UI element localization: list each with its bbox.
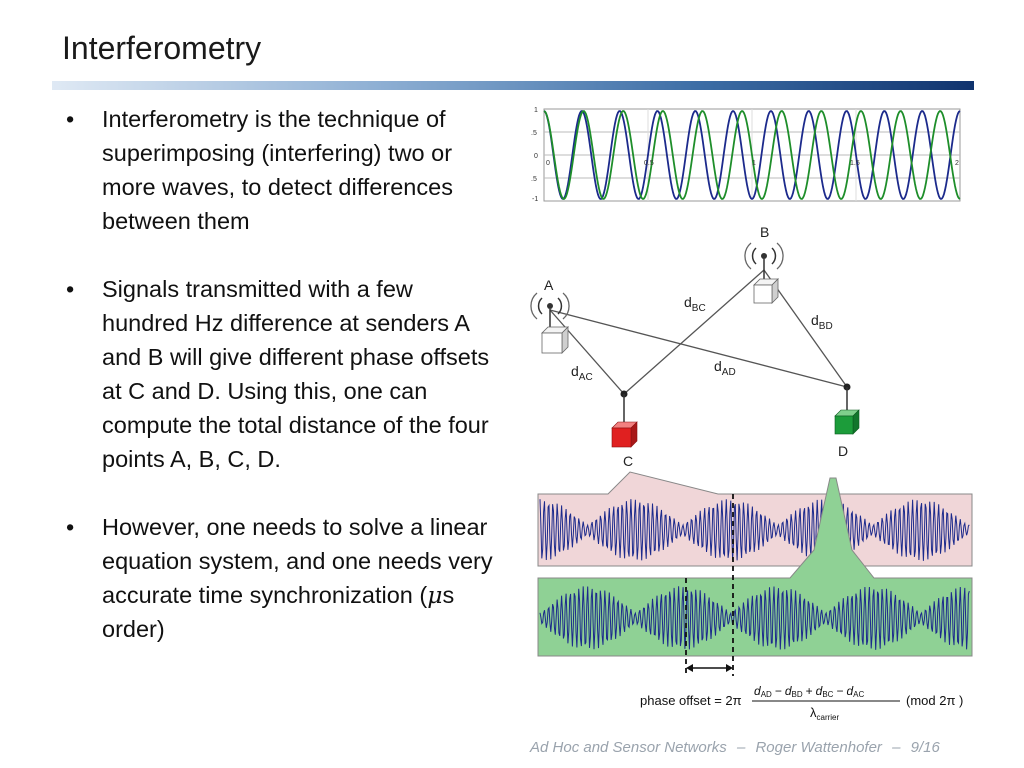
x-tick: 1 <box>752 160 756 167</box>
y-tick: .5 <box>531 130 537 137</box>
receiver-cube-front <box>834 415 854 435</box>
arrow-head-right <box>726 664 733 672</box>
sender-b: B <box>744 224 784 304</box>
distance-label-ad: dAD <box>714 358 736 378</box>
link-ad <box>549 309 848 388</box>
arrow-head-left <box>686 664 693 672</box>
bullet-text: However, one needs to solve a linear equ… <box>102 514 493 608</box>
formula-numerator: dAD−dBD+dBC−dAC <box>754 684 865 699</box>
formula-denominator: λcarrier <box>810 705 840 722</box>
footer-author: Roger Wattenhofer <box>755 739 882 756</box>
receiver-d: D <box>834 383 860 459</box>
bullet-list: Interferometry is the technique of super… <box>60 102 505 680</box>
wave-plot: 1 .5 0 .5 -1 0 0.5 1 1.5 2 <box>531 107 961 203</box>
bullet-item: Interferometry is the technique of super… <box>60 102 505 238</box>
formula-mod: (mod 2π ) <box>906 693 963 708</box>
distance-label-bd: dBD <box>811 312 833 332</box>
bullet-text-end: s order) <box>102 582 455 642</box>
distance-label-bc: dBC <box>684 294 706 314</box>
y-tick: .5 <box>531 176 537 183</box>
interferometry-diagram: A B C <box>530 224 973 722</box>
node-label-b: B <box>760 224 769 240</box>
receiver-cube-front <box>611 427 632 448</box>
y-tick: -1 <box>532 196 538 203</box>
signal-waveform-d <box>539 586 970 650</box>
slide-title: Interferometry <box>62 30 262 66</box>
footer-page: 9/16 <box>910 739 940 756</box>
footer-course: Ad Hoc and Sensor Networks <box>530 739 727 756</box>
mu-symbol: μ <box>427 581 443 609</box>
sender-cube-icon <box>753 278 779 304</box>
y-tick: 0 <box>534 153 538 160</box>
link-bc <box>623 269 765 395</box>
receiver-c: C <box>611 390 638 469</box>
x-tick: 0.5 <box>644 160 654 167</box>
phase-offset-formula: phase offset = 2π dAD−dBD+dBC−dAC λcarri… <box>640 684 963 722</box>
node-label-d: D <box>838 443 848 459</box>
sender-a: A <box>530 277 570 354</box>
x-tick: 1.5 <box>850 160 860 167</box>
bullet-item: However, one needs to solve a linear equ… <box>60 510 505 646</box>
distance-label-ac: dAC <box>571 363 593 383</box>
x-tick: 2 <box>955 160 959 167</box>
bullet-text: Signals transmitted with a few hundred H… <box>102 276 490 472</box>
footer: Ad Hoc and Sensor Networks – Roger Watte… <box>530 739 1010 756</box>
x-tick: 0 <box>546 160 550 167</box>
bullet-item: Signals transmitted with a few hundred H… <box>60 272 505 476</box>
antenna-icon <box>530 292 570 328</box>
wave-series-2 <box>543 109 961 201</box>
bullet-text: Interferometry is the technique of super… <box>102 106 453 234</box>
formula-lhs: phase offset = 2π <box>640 693 742 708</box>
signal-waveform-c <box>539 499 970 561</box>
y-tick: 1 <box>534 107 538 114</box>
wave-series-1 <box>543 109 961 201</box>
antenna-icon <box>744 242 784 280</box>
footer-separator: – <box>892 739 901 756</box>
node-label-a: A <box>544 277 554 293</box>
title-divider <box>52 81 974 90</box>
node-label-c: C <box>623 453 633 469</box>
link-ac <box>549 309 625 395</box>
footer-separator: – <box>736 739 746 756</box>
sender-cube-icon <box>541 326 569 354</box>
